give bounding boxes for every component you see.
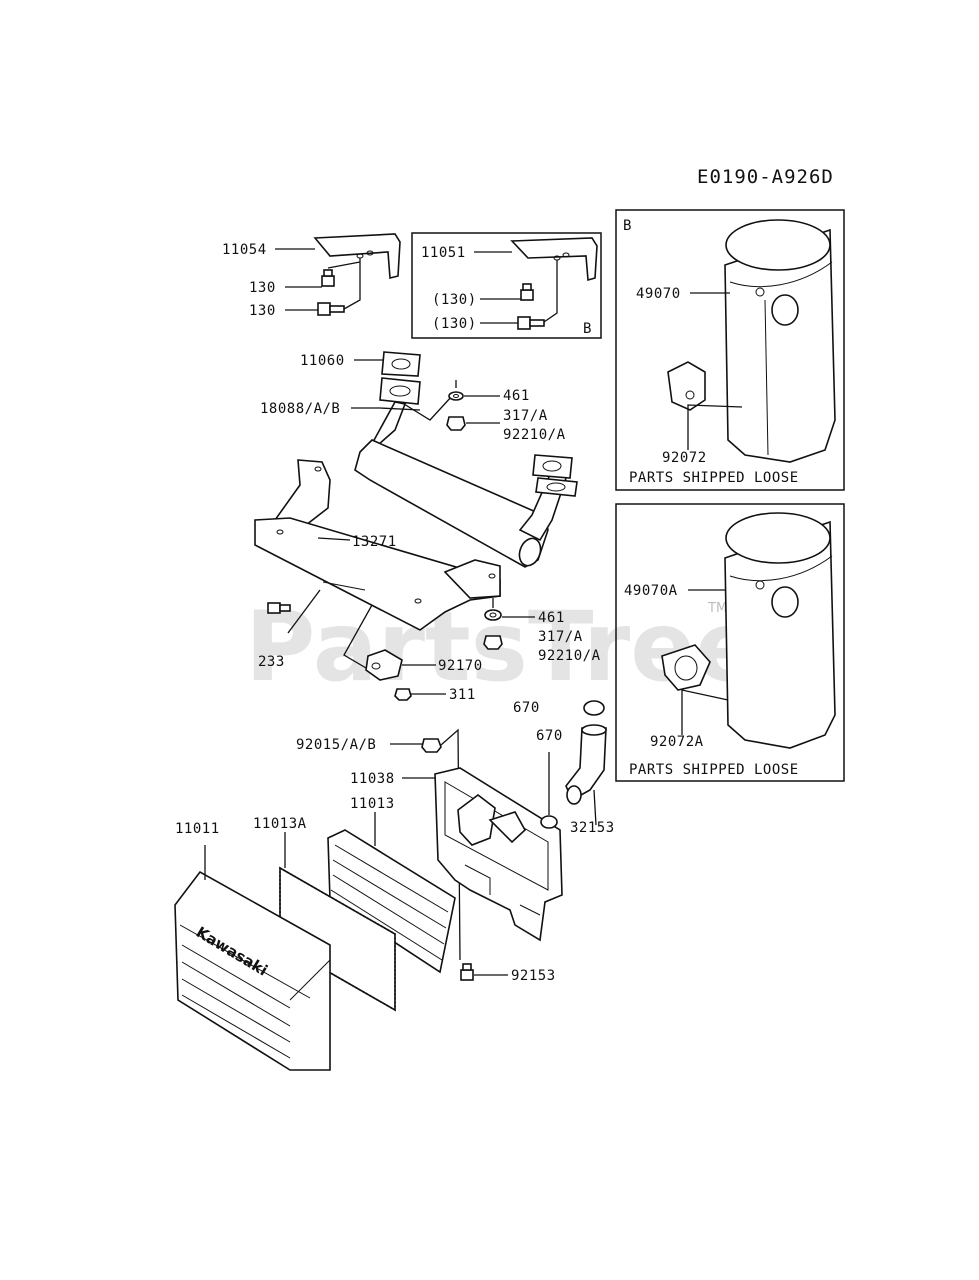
label-92072A: 92072A bbox=[650, 734, 704, 750]
label-11060: 11060 bbox=[300, 353, 345, 369]
label-11051: 11051 bbox=[421, 245, 466, 261]
label-92015: 92015/A/B bbox=[296, 737, 376, 753]
bolt-130-upper[interactable] bbox=[321, 269, 335, 287]
label-130-optional-2: (130) bbox=[432, 316, 477, 332]
bolt-233[interactable] bbox=[267, 602, 291, 614]
bracket-11054[interactable] bbox=[313, 233, 401, 280]
muffler-a-box bbox=[615, 503, 845, 782]
label-92210-lower: 92210/A bbox=[538, 648, 601, 664]
air-inlet-elbow-32153[interactable] bbox=[565, 724, 607, 805]
label-92210-upper: 92210/A bbox=[503, 427, 566, 443]
clamp-92170[interactable] bbox=[365, 649, 403, 681]
gasket-11060[interactable] bbox=[381, 351, 421, 377]
diagram-code: E0190-A926D bbox=[697, 166, 834, 188]
muffler-b-box bbox=[615, 209, 845, 491]
parts-shipped-loose-note-2: PARTS SHIPPED LOOSE bbox=[629, 762, 799, 778]
label-11013: 11013 bbox=[350, 796, 395, 812]
parts-shipped-loose-note-1: PARTS SHIPPED LOOSE bbox=[629, 470, 799, 486]
label-670-lower: 670 bbox=[536, 728, 563, 744]
label-18088: 18088/A/B bbox=[260, 401, 340, 417]
label-317-upper: 317/A bbox=[503, 408, 548, 424]
nut-311[interactable] bbox=[394, 688, 412, 701]
nut-92210-lower[interactable] bbox=[483, 635, 503, 650]
muffler-49070A[interactable] bbox=[724, 512, 836, 749]
bolt-130-lower[interactable] bbox=[317, 302, 345, 316]
label-92072: 92072 bbox=[662, 450, 707, 466]
air-filter-11013[interactable] bbox=[327, 829, 456, 974]
label-11013A: 11013A bbox=[253, 816, 307, 832]
label-11011: 11011 bbox=[175, 821, 220, 837]
label-49070: 49070 bbox=[636, 286, 681, 302]
o-ring-670-lower[interactable] bbox=[540, 815, 558, 829]
label-11038: 11038 bbox=[350, 771, 395, 787]
nut-92015[interactable] bbox=[421, 738, 442, 753]
exhaust-pipe-18088[interactable] bbox=[354, 377, 578, 569]
clamp-92072[interactable] bbox=[667, 361, 706, 411]
air-cleaner-base-11038[interactable] bbox=[434, 767, 563, 942]
inset-box-letter: B bbox=[583, 321, 592, 337]
o-ring-670-upper[interactable] bbox=[583, 700, 605, 716]
bolt-130-optional-lower[interactable] bbox=[517, 316, 545, 330]
label-317-lower: 317/A bbox=[538, 629, 583, 645]
label-92170: 92170 bbox=[438, 658, 483, 674]
label-233: 233 bbox=[258, 654, 285, 670]
label-130-2: 130 bbox=[249, 303, 276, 319]
label-49070A: 49070A bbox=[624, 583, 678, 599]
washer-461-lower[interactable] bbox=[484, 609, 502, 621]
label-130-1: 130 bbox=[249, 280, 276, 296]
clamp-92072A[interactable] bbox=[661, 644, 711, 691]
label-92153: 92153 bbox=[511, 968, 556, 984]
label-461-lower: 461 bbox=[538, 610, 565, 626]
label-670-upper: 670 bbox=[513, 700, 540, 716]
bolt-92153[interactable] bbox=[460, 963, 474, 981]
bracket-11051[interactable] bbox=[510, 237, 598, 282]
muffler-bracket-13271[interactable] bbox=[254, 459, 501, 631]
watermark-trademark: TM bbox=[707, 601, 727, 616]
label-461-upper: 461 bbox=[503, 388, 530, 404]
label-11054: 11054 bbox=[222, 242, 267, 258]
nut-92210-upper[interactable] bbox=[446, 416, 466, 431]
label-130-optional-1: (130) bbox=[432, 292, 477, 308]
washer-461-upper[interactable] bbox=[448, 391, 464, 401]
inset-box-b bbox=[411, 232, 602, 339]
label-13271: 13271 bbox=[352, 534, 397, 550]
label-311: 311 bbox=[449, 687, 476, 703]
muffler-49070[interactable] bbox=[724, 219, 836, 463]
label-32153: 32153 bbox=[570, 820, 615, 836]
air-cleaner-cover-11011[interactable]: Kawasaki bbox=[174, 870, 331, 1071]
bolt-130-optional-upper[interactable] bbox=[520, 283, 534, 301]
muffler-b-box-letter: B bbox=[623, 218, 632, 234]
